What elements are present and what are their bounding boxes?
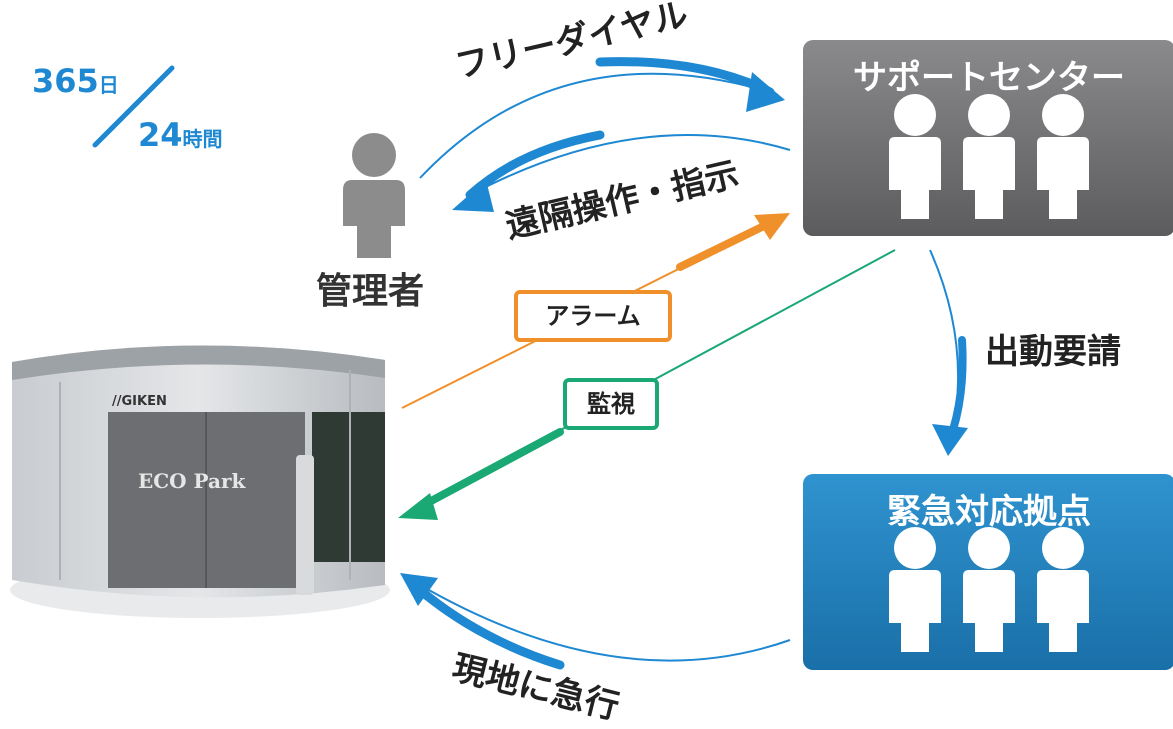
eco-park-building — [10, 345, 390, 618]
support-people-icon — [889, 94, 1089, 219]
building-name: ECO Park — [138, 469, 246, 493]
service-hours-value: 24 — [138, 116, 183, 154]
emergency-people-icon — [889, 527, 1089, 652]
alarm-arrowhead — [754, 213, 790, 240]
rush-to-site-arrowhead — [400, 573, 438, 606]
free-dial-arrow — [419, 72, 771, 179]
building-brand: //GIKEN — [112, 394, 167, 409]
remote-operation-arrow — [469, 134, 791, 196]
dispatch-request-label: 出動要請 — [985, 332, 1121, 372]
monitoring-arrowhead — [398, 493, 438, 520]
dispatch-request-arrow — [929, 249, 960, 431]
emergency-base-label: 緊急対応拠点 — [887, 492, 1091, 532]
dispatch-request-arrow-thick — [949, 336, 967, 434]
service-days-unit: 日 — [98, 73, 119, 97]
monitoring-tag: 監視 — [563, 378, 659, 430]
dispatch-request-arrowhead — [932, 424, 968, 456]
rush-to-site-arrow — [419, 584, 791, 662]
rush-to-site-arrow-thick — [415, 585, 565, 670]
support-center-label: サポートセンター — [853, 58, 1125, 98]
free-dial-arrowhead — [746, 72, 785, 112]
service-hours-slash — [92, 65, 175, 148]
alarm-arrow-thick — [676, 219, 774, 271]
service-hours: 24時間 — [138, 116, 223, 154]
service-days-value: 365 — [32, 62, 99, 100]
service-hours-unit: 時間 — [182, 127, 223, 151]
free-dial-arrow-thick — [595, 57, 775, 97]
manager-label: 管理者 — [316, 271, 425, 312]
manager-person-icon — [343, 133, 405, 258]
alarm-tag: アラーム — [514, 290, 672, 342]
remote-operation-arrowhead — [452, 180, 494, 212]
monitoring-arrow-thick — [414, 428, 564, 512]
service-days: 365日 — [32, 62, 119, 100]
